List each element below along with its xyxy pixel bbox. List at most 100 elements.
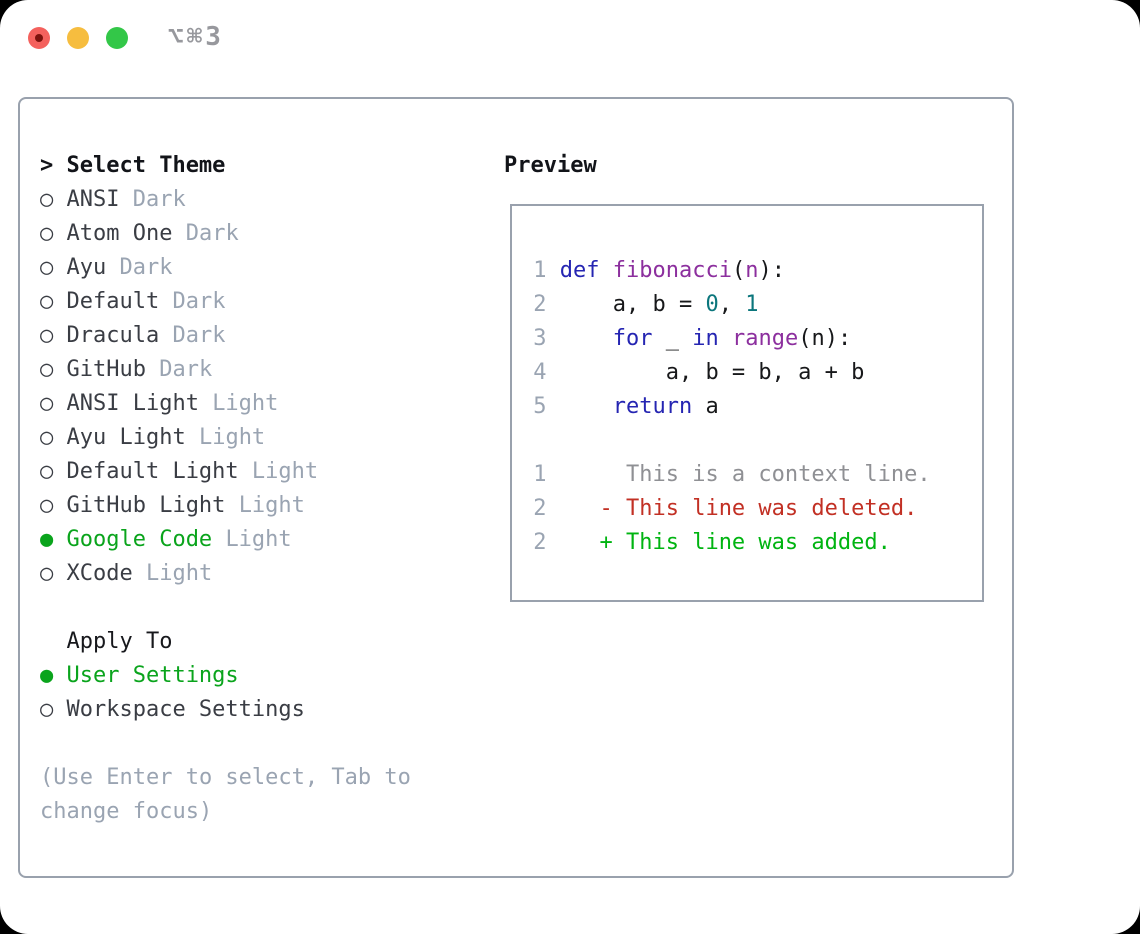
code-token: This is a context line. [559,462,931,487]
gap [186,425,199,450]
prompt-caret-icon: > [40,153,54,178]
radio-icon: ○ [40,493,54,518]
window-title-shortcut: ⌥⌘3 [168,22,224,52]
theme-picker-dialog: >Select Theme ○ANSI Dark○Atom One Dark○A… [18,97,1014,878]
theme-name: Google Code [66,527,213,552]
code-token: ): [758,258,785,283]
preview-line: 2 - This line was deleted. [520,492,982,526]
line-number: 5 [520,394,560,419]
code-token: n [745,258,759,283]
gap [199,391,212,416]
code-token [600,258,613,283]
theme-option[interactable]: ○ Default Light Light [40,455,411,489]
apply-to-option[interactable]: ●User Settings [40,659,411,693]
radio-icon: ○ [40,425,54,450]
radio-icon: ○ [40,391,54,416]
radio-icon: ● [40,663,54,688]
code-token: 1 [745,292,759,317]
close-button[interactable] [28,27,50,49]
apply-to-header: Apply To [40,625,411,659]
zoom-button[interactable] [106,27,128,49]
gap [119,187,132,212]
preview-line: 1 def fibonacci(n): [520,254,982,288]
line-number: 2 [520,530,560,555]
spacer-row [40,591,411,625]
radio-icon: ○ [40,459,54,484]
code-token: def [559,258,600,283]
apply-to-title: Apply To [66,629,173,654]
radio-icon: ○ [40,697,54,722]
preview-line [520,424,982,458]
help-text-line-2: change focus) [40,799,213,824]
theme-option[interactable]: ○Atom One Dark [40,217,411,251]
code-token: in [692,326,719,351]
line-number: 2 [520,496,560,521]
code-token: range [731,326,799,351]
radio-icon: ○ [40,561,54,586]
gap [172,221,185,246]
theme-name: Default Light [66,459,239,484]
theme-variant: Light [198,425,266,450]
gap [133,561,146,586]
theme-variant: Light [145,561,213,586]
preview-line: 2 a, b = 0, 1 [520,288,982,322]
gap [225,493,238,518]
theme-name: Default [66,289,160,314]
theme-variant: Dark [132,187,186,212]
radio-icon: ○ [40,187,54,212]
radio-icon: ● [40,527,54,552]
gap [212,527,225,552]
gap [146,357,159,382]
theme-option[interactable]: ○ Default Dark [40,285,411,319]
help-text-line-1: (Use Enter to select, Tab to [40,765,411,790]
apply-to-option[interactable]: ○Workspace Settings [40,693,411,727]
radio-icon: ○ [40,289,54,314]
theme-option[interactable]: ○GitHub Dark [40,353,411,387]
preview-title: Preview [504,153,597,178]
code-token [560,394,613,419]
radio-icon: ○ [40,255,54,280]
code-token: return [612,394,693,419]
theme-name: GitHub [66,357,146,382]
theme-option[interactable]: ○ ANSI Dark [40,183,411,217]
code-token [560,326,613,351]
line-number: 1 [520,258,560,283]
theme-name: GitHub Light [66,493,226,518]
theme-option[interactable]: ●Google Code Light [40,523,411,557]
traffic-lights [28,27,128,49]
code-token: + This line was added. [559,530,891,555]
theme-name: Atom One [66,221,173,246]
radio-icon: ○ [40,357,54,382]
select-theme-header: >Select Theme [40,149,411,183]
code-token: - This line was deleted. [559,496,918,521]
line-number: 2 [520,292,560,317]
gap [159,323,172,348]
theme-name: ANSI [66,187,120,212]
preview-line: 4 a, b = b, a + b [520,356,982,390]
theme-name: Dracula [66,323,160,348]
theme-name: XCode [66,561,133,586]
line-number [520,428,560,453]
code-token [719,326,732,351]
theme-option[interactable]: ○Dracula Dark [40,319,411,353]
theme-option[interactable]: ○ GitHub Light Light [40,489,411,523]
theme-variant: Dark [185,221,239,246]
apply-to-options: ●User Settings○Workspace Settings [40,659,411,727]
gap [239,459,252,484]
theme-option[interactable]: ○ANSI Light Light [40,387,411,421]
minimize-button[interactable] [67,27,89,49]
preview-line: 2 + This line was added. [520,526,982,560]
spacer-row [40,727,411,761]
code-token: _ [652,326,693,351]
theme-option[interactable]: ○ XCode Light [40,557,411,591]
theme-variant: Dark [172,289,226,314]
theme-option[interactable]: ○Ayu Dark [40,251,411,285]
theme-variant: Light [238,493,305,518]
theme-name: ANSI Light [66,391,199,416]
preview-pane: 1 def fibonacci(n): 2 a, b = 0, 1 3 for … [510,204,984,602]
radio-icon: ○ [40,323,54,348]
line-number: 4 [520,360,560,385]
theme-variant: Light [251,459,319,484]
theme-option[interactable]: ○Ayu Light Light [40,421,411,455]
